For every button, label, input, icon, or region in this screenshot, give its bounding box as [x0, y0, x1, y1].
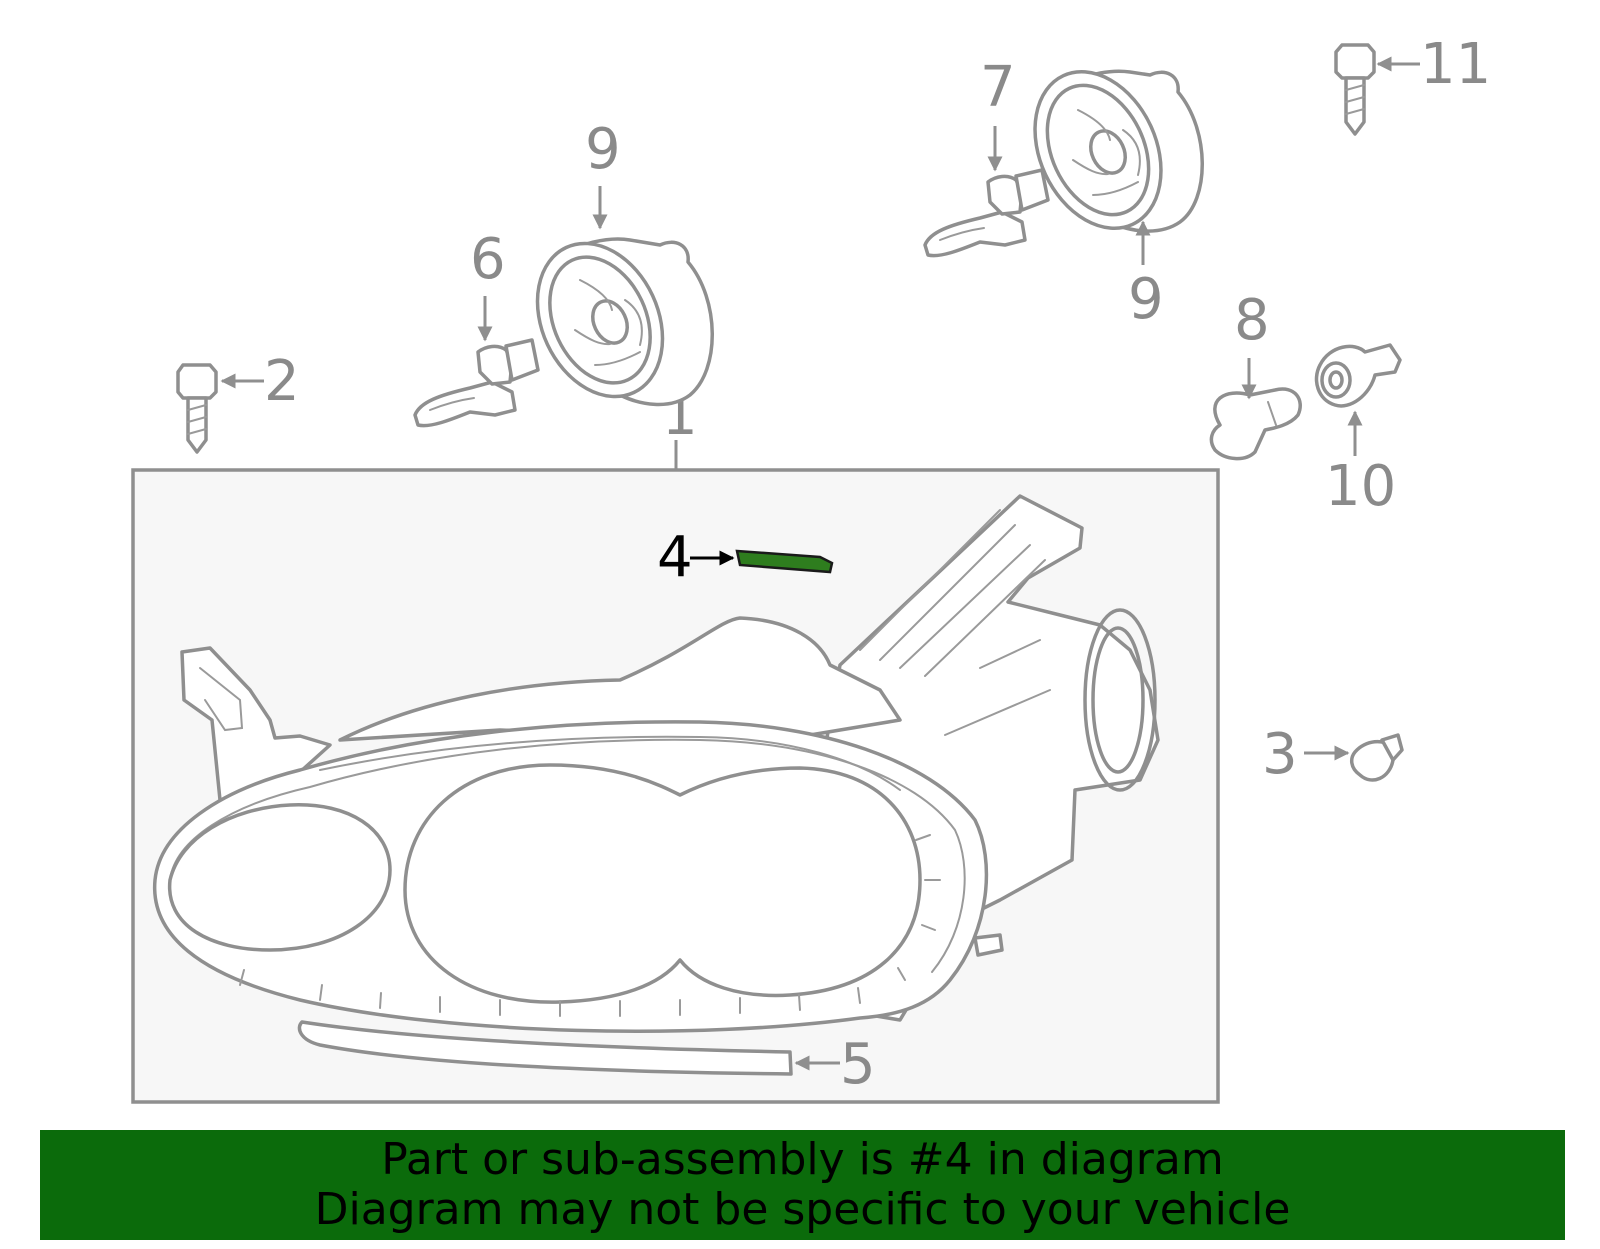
callout-8[interactable]: 8	[1234, 288, 1270, 353]
seal-strip-icon[interactable]	[735, 549, 834, 574]
bulb-socket-cap-icon[interactable]	[1011, 51, 1204, 249]
headlamp-assembly-icon[interactable]	[152, 494, 1160, 1033]
callout-4[interactable]: 4	[657, 525, 693, 590]
callout-10[interactable]: 10	[1325, 454, 1396, 519]
callout-9b[interactable]: 9	[1128, 267, 1164, 332]
callout-9a[interactable]: 9	[585, 117, 621, 182]
bulb-icon[interactable]	[1209, 387, 1302, 461]
callout-2[interactable]: 2	[264, 349, 300, 414]
bulb-icon[interactable]	[923, 168, 1050, 258]
bulb-socket-cap-icon[interactable]	[514, 223, 714, 417]
callout-3[interactable]: 3	[1262, 722, 1298, 787]
socket-icon[interactable]	[1314, 343, 1402, 408]
bolt-icon[interactable]	[1334, 43, 1376, 136]
callout-11[interactable]: 11	[1420, 32, 1491, 97]
callout-7[interactable]: 7	[980, 55, 1016, 120]
callout-6[interactable]: 6	[470, 227, 506, 292]
callout-5[interactable]: 5	[840, 1032, 876, 1097]
trim-molding-icon[interactable]	[297, 1020, 793, 1076]
bolt-icon[interactable]	[176, 363, 218, 454]
push-clip-icon[interactable]	[1349, 733, 1404, 782]
info-banner: Part or sub-assembly is #4 in diagram Di…	[40, 1130, 1565, 1240]
banner-line-1: Part or sub-assembly is #4 in diagram	[381, 1134, 1224, 1185]
banner-line-2: Diagram may not be specific to your vehi…	[314, 1184, 1291, 1235]
bulb-icon[interactable]	[413, 338, 540, 428]
